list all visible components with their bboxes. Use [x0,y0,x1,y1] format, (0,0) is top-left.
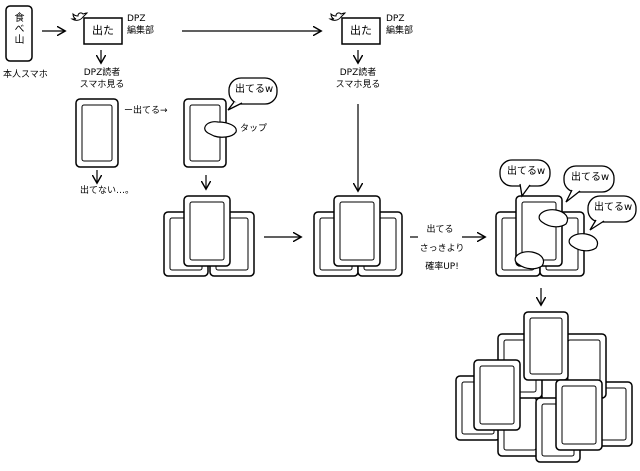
reader-caption-1: DPZ読者 [83,68,121,78]
effect-line-1: 出てる [426,225,454,235]
phone-cluster-2 [313,195,403,277]
own-phone-text: 食べ山 [12,12,23,45]
finger-icon [538,209,569,228]
reader-caption-2b: スマホ見る [335,80,381,90]
finger-icon [514,251,545,270]
tweet-box-2 [329,12,381,45]
speech-bubble [499,159,551,198]
account-line-1: DPZ [127,14,146,24]
account-line-2b: 編集部 [386,26,414,36]
tweet-label-2: 出た [350,24,372,37]
phone-pyramid [455,311,633,463]
tweet-box-1 [71,12,123,45]
reader-caption-1b: DPZ読者 [339,68,377,78]
finger-icon [568,233,599,252]
bubble-text-4: 出てるw [594,202,633,213]
own-phone [5,5,33,62]
account-line-2: 編集部 [127,26,155,36]
bubble-text-2: 出てるw [507,166,546,177]
finger-icon [204,121,237,138]
reader-caption-2: スマホ見る [79,80,125,90]
speech-bubble [563,165,615,203]
bubble-text-1: 出てるw [235,84,274,95]
effect-line-2: さっきより [419,244,465,254]
tap-label: タップ [240,124,268,134]
account-line-1b: DPZ [386,14,405,24]
phone-cluster-1 [163,195,255,277]
bubble-text-3: 出てるw [571,172,610,183]
speech-bubble [587,195,637,231]
speech-bubble [227,77,278,111]
shown-label: ー出てる→ [124,106,168,116]
not-shown-label: 出てない…。 [80,186,135,196]
reader-phone [75,98,119,168]
effect-line-3: 確率UP! [425,262,459,272]
own-phone-caption: 本人スマホ [3,70,48,80]
tweet-label-1: 出た [92,24,114,37]
